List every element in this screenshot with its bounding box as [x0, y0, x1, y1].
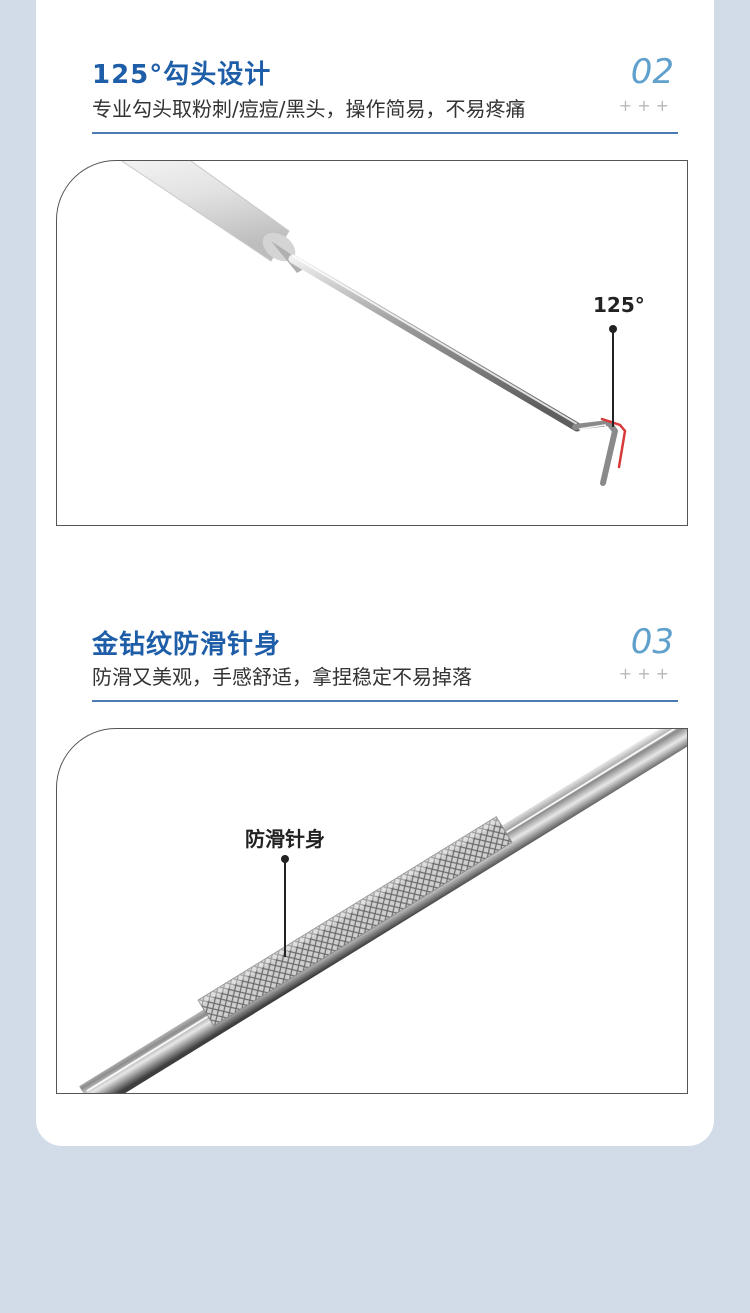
section-3-title: 金钻纹防滑针身 [92, 630, 282, 660]
section-3-plus-marks: +++ [618, 664, 674, 683]
section-3-number: 03 [630, 622, 674, 662]
antislip-callout: 防滑针身 [245, 827, 325, 851]
angle-callout: 125° [593, 293, 645, 317]
section-2-title: 125°勾头设计 [92, 60, 272, 90]
section-2-plus-marks: +++ [618, 96, 674, 115]
section-2-divider [92, 132, 678, 134]
hook-product-panel: 125° [56, 160, 688, 526]
section-3-divider [92, 700, 678, 702]
section-2-subtitle: 专业勾头取粉刺/痘痘/黑头，操作简易，不易疼痛 [92, 97, 526, 121]
knurled-needle-illustration [79, 729, 687, 1093]
antislip-product-panel: 防滑针身 [56, 728, 688, 1094]
section-2-number: 02 [630, 52, 674, 92]
section-3-subtitle: 防滑又美观，手感舒适，拿捏稳定不易掉落 [92, 665, 472, 689]
hook-tool-illustration [121, 161, 627, 486]
